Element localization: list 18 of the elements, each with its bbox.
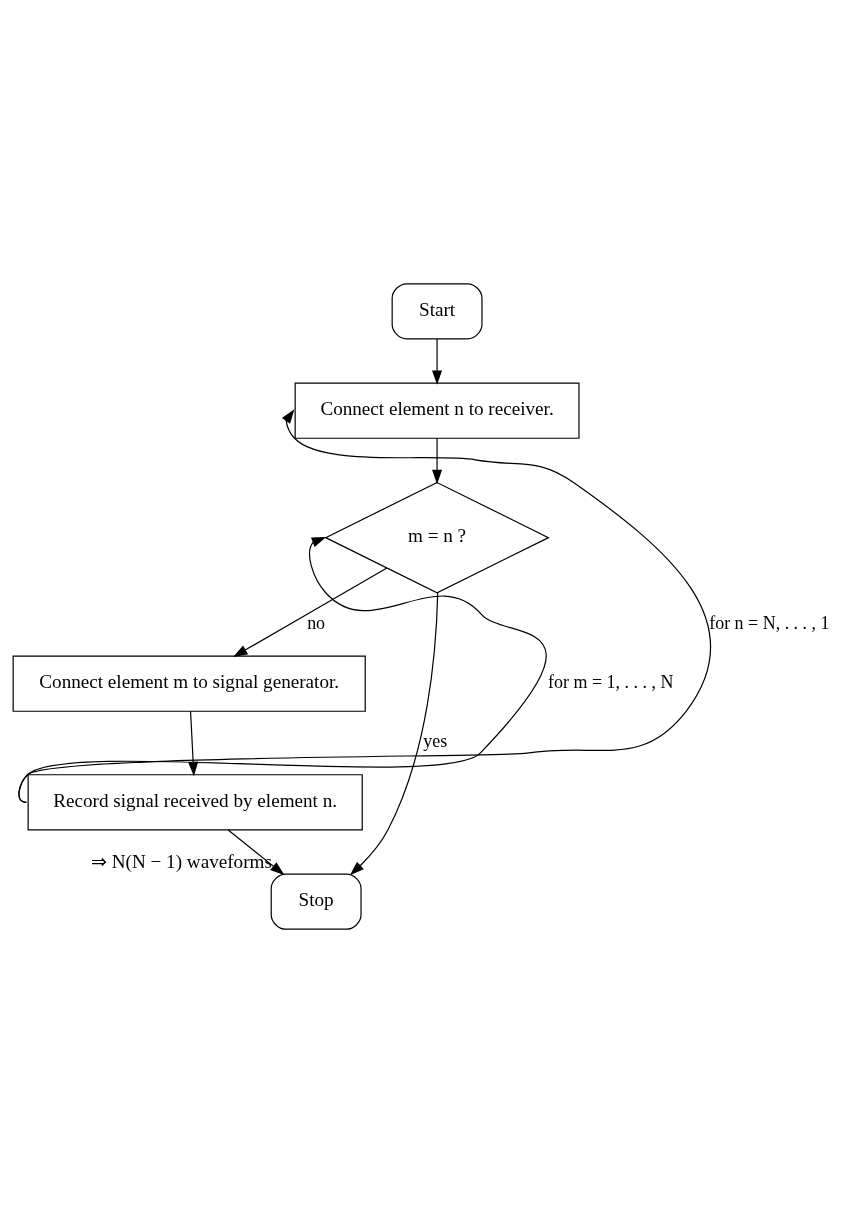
node-label: ⇒ N(N − 1) waveforms [90,850,272,872]
arrow [432,437,443,485]
node-box: Stop [270,873,362,930]
edge-label: for n = N, . . . , 1 [709,612,830,633]
edge-label: yes [423,731,448,752]
arrow [18,409,712,803]
arrow [227,829,285,876]
node-box: Start [391,283,483,340]
arrow [432,338,443,385]
node-box: Connect element m to signal generator. [12,655,366,712]
edge-label: for m = 1, . . . , N [548,671,674,692]
edge-label: no [307,612,326,633]
arrow [233,567,388,658]
node-box: Record signal received by element n. [27,774,363,831]
node-diamond: m = n ? [324,481,550,594]
arrow [349,592,439,876]
arrow [18,537,547,803]
node-box: Connect element n to receiver. [294,382,580,439]
